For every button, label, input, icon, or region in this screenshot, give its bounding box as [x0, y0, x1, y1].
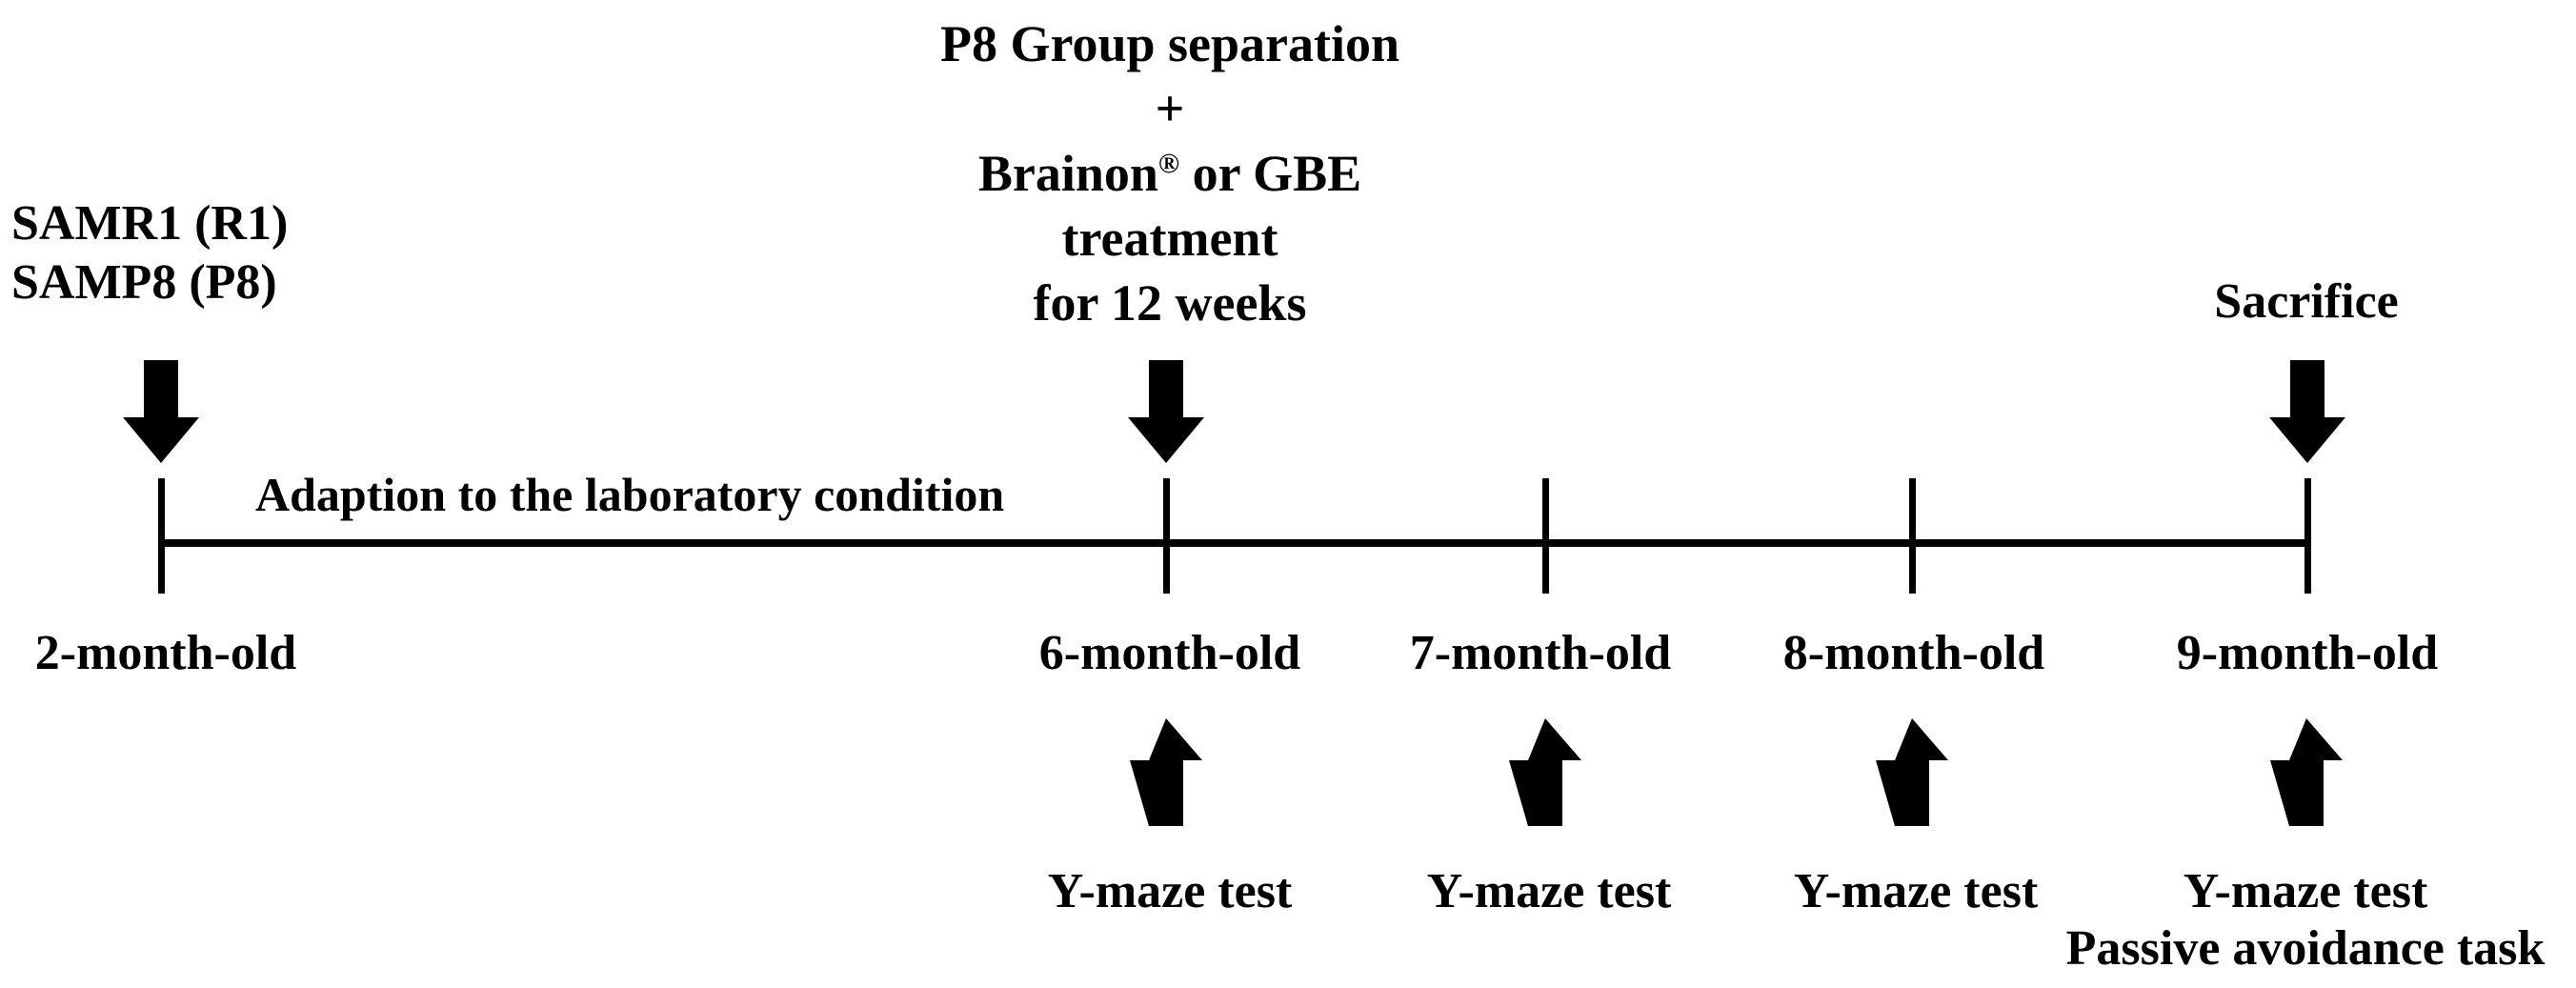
up-arrow-icon — [1509, 718, 1581, 826]
timeline-tick-2-month — [158, 478, 165, 594]
treatment-annotation: P8 Group separation + Brainon® or GBE tr… — [940, 11, 1399, 335]
y-maze-label: Y-maze test — [1426, 864, 1672, 918]
down-arrow-icon — [2269, 360, 2345, 463]
sacrifice-label: Sacrifice — [2214, 274, 2399, 329]
y-maze-label: Y-maze test — [1793, 864, 2039, 918]
tick-label-6-month: 6-month-old — [1038, 626, 1301, 680]
treatment-line-duration: for 12 weeks — [1033, 274, 1307, 332]
passive-avoidance-label: Passive avoidance task — [2065, 921, 2546, 976]
treatment-plus-sign: + — [1155, 80, 1185, 137]
tick-label-7-month: 7-month-old — [1409, 626, 1672, 680]
subjects-line-samp8: SAMP8 (P8) — [11, 255, 277, 310]
treatment-line-separation: P8 Group separation — [939, 15, 1400, 72]
subjects-label: SAMR1 (R1) SAMP8 (P8) — [11, 194, 288, 313]
brand-suffix: or GBE — [1179, 145, 1362, 202]
down-arrow-icon — [1128, 360, 1204, 463]
treatment-line-treatment: treatment — [1061, 210, 1278, 267]
timeline-tick-9-month — [2304, 478, 2311, 594]
up-arrow-icon — [1130, 718, 1202, 826]
test-label-6-month: Y-maze test — [1048, 863, 1293, 920]
treatment-line-brand: Brainon® or GBE — [940, 141, 1399, 206]
adaption-label: Adaption to the laboratory condition — [255, 468, 1005, 521]
test-label-7-month: Y-maze test — [1427, 863, 1672, 920]
test-label-8-month: Y-maze test — [1794, 863, 2039, 920]
timeline-tick-8-month — [1909, 478, 1916, 594]
brand-name: Brainon — [977, 145, 1158, 202]
y-maze-label: Y-maze test — [2183, 864, 2428, 918]
y-maze-label: Y-maze test — [1047, 864, 1293, 918]
timeline-axis — [161, 539, 2307, 547]
test-label-9-month: Y-maze test Passive avoidance task — [2066, 863, 2546, 978]
down-arrow-icon — [123, 360, 199, 463]
up-arrow-icon — [1876, 718, 1948, 826]
tick-label-2-month: 2-month-old — [34, 626, 297, 680]
tick-label-9-month: 9-month-old — [2176, 626, 2439, 680]
subjects-line-samr1: SAMR1 (R1) — [11, 196, 289, 251]
timeline-tick-7-month — [1542, 478, 1549, 594]
registered-mark-icon: ® — [1157, 149, 1180, 179]
up-arrow-icon — [2270, 718, 2343, 826]
tick-label-8-month: 8-month-old — [1782, 626, 2045, 680]
timeline-tick-6-month — [1163, 478, 1170, 594]
